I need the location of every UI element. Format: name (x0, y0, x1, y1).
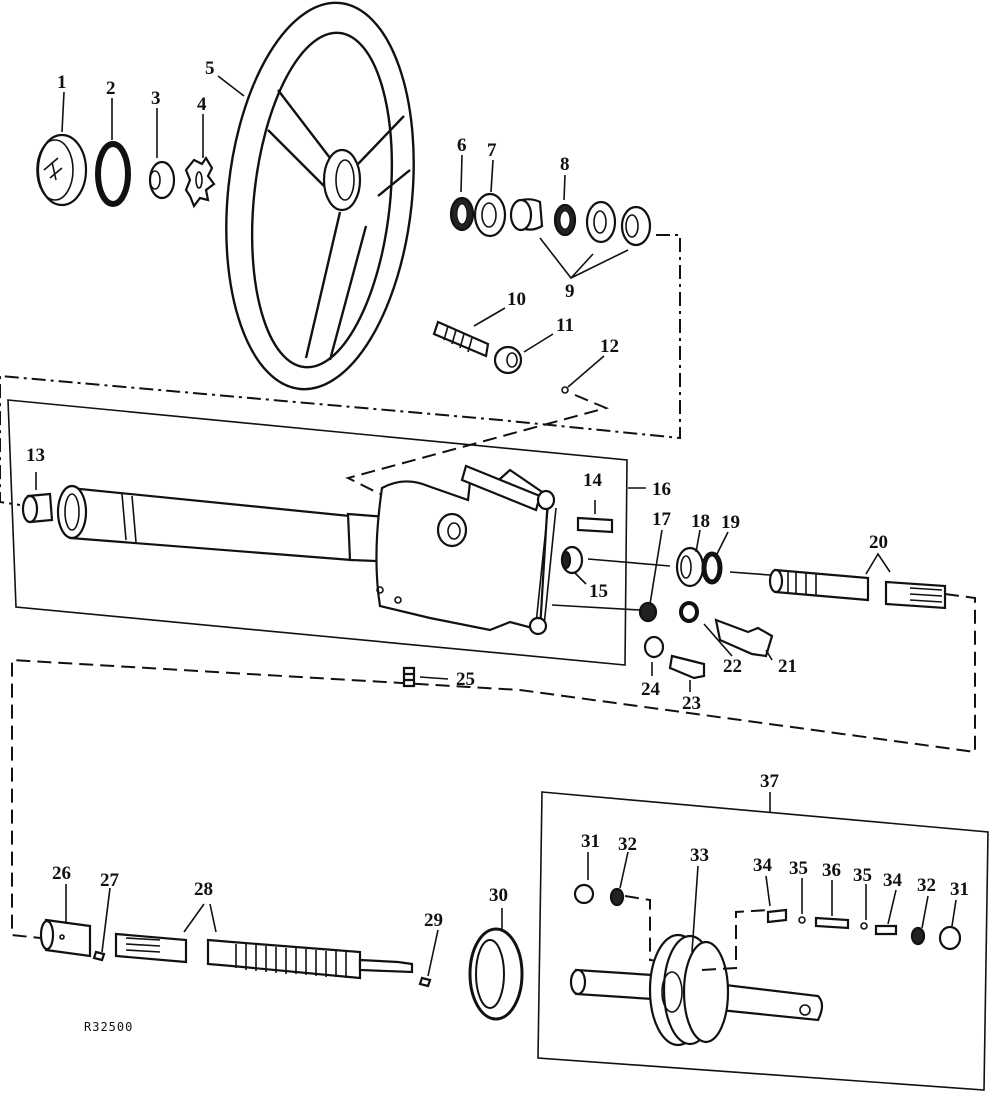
callout-32-left: 32 (618, 834, 637, 855)
ball-part (561, 386, 569, 394)
valve-fitting-part (432, 320, 490, 358)
steering-wheel-part (225, 1, 415, 391)
callout-3: 3 (151, 88, 161, 109)
callout-2: 2 (106, 78, 116, 99)
sector-shaft-part (569, 933, 824, 1047)
callout-36: 36 (822, 860, 841, 881)
seal-part (675, 546, 705, 588)
callout-27: 27 (100, 870, 119, 891)
callout-21: 21 (778, 656, 797, 677)
callout-17: 17 (652, 509, 671, 530)
sleeve-part (39, 918, 92, 958)
callout-11: 11 (556, 315, 574, 336)
hex-nut-part (493, 345, 523, 375)
assembly-line-upper (0, 234, 681, 506)
assembly-zigzag (345, 394, 610, 495)
callout-33: 33 (690, 845, 709, 866)
callout-35-left: 35 (789, 858, 808, 879)
leader-lines (35, 75, 957, 977)
detent-parts (766, 908, 962, 951)
set-screw-part (418, 976, 432, 988)
star-washer-part (184, 155, 216, 209)
callout-13: 13 (26, 445, 45, 466)
bearing-stack-parts (449, 192, 652, 247)
callout-10: 10 (507, 289, 526, 310)
spring-part (402, 666, 416, 688)
callout-24: 24 (641, 679, 660, 700)
callout-1: 1 (57, 72, 67, 93)
elbow-fitting-part (714, 618, 774, 658)
plug-left-part (573, 883, 595, 905)
roll-pin-part (92, 950, 106, 962)
reference-code: R32500 (84, 1020, 134, 1034)
callout-35-right: 35 (853, 865, 872, 886)
callout-23: 23 (682, 693, 701, 714)
callout-34-left: 34 (753, 855, 772, 876)
steering-column-housing-part (56, 464, 557, 636)
callout-25: 25 (456, 669, 475, 690)
callout-14: 14 (583, 470, 602, 491)
callout-32-right: 32 (917, 875, 936, 896)
worm-shaft-part (114, 932, 414, 980)
callout-18: 18 (691, 511, 710, 532)
callout-8: 8 (560, 154, 570, 175)
callout-22: 22 (723, 656, 742, 677)
callout-9: 9 (565, 281, 575, 302)
callout-7: 7 (487, 140, 497, 161)
callout-12: 12 (600, 336, 619, 357)
jam-nut-part (643, 635, 665, 659)
o-ring-part (701, 551, 723, 585)
callout-29: 29 (424, 910, 443, 931)
nut-part (148, 160, 176, 200)
callout-19: 19 (721, 512, 740, 533)
callout-15: 15 (589, 581, 608, 602)
callout-34-right: 34 (883, 870, 902, 891)
callout-16: 16 (652, 479, 671, 500)
callout-4: 4 (197, 94, 207, 115)
washer-part (638, 601, 658, 623)
callout-30: 30 (489, 885, 508, 906)
callout-5: 5 (205, 58, 215, 79)
washer-left-part (609, 887, 625, 907)
callout-28: 28 (194, 879, 213, 900)
callout-26: 26 (52, 863, 71, 884)
horn-cap-part (36, 133, 88, 207)
ring-part (95, 141, 131, 207)
shaft-part (768, 568, 947, 610)
bolt-part (668, 654, 706, 680)
callout-31-left: 31 (581, 831, 600, 852)
housing-assembly-outline (7, 399, 628, 666)
callout-37: 37 (760, 771, 779, 792)
sector-shaft-assembly-outline (537, 791, 989, 1091)
assembly-line-right (11, 593, 976, 939)
callout-31-right: 31 (950, 879, 969, 900)
plug-part (560, 545, 584, 575)
bushing-part (21, 492, 54, 524)
small-o-ring-part (679, 601, 699, 623)
pin-part (576, 516, 614, 534)
callout-6: 6 (457, 135, 467, 156)
large-seal-part (468, 927, 524, 1021)
callout-20: 20 (869, 532, 888, 553)
